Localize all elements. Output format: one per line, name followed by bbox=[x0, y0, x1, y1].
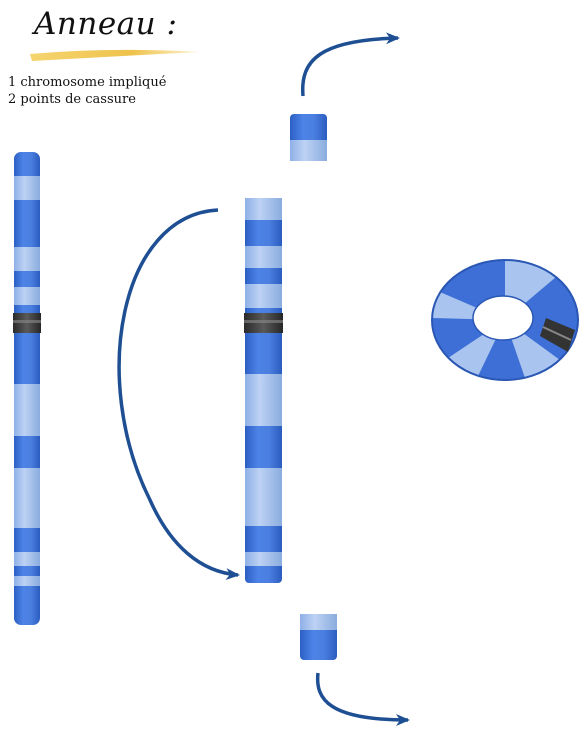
bottom-fragment bbox=[300, 614, 337, 660]
top-fragment bbox=[290, 114, 327, 161]
title-underline bbox=[30, 50, 200, 61]
normal-chromosome bbox=[13, 152, 41, 625]
inner-segment bbox=[244, 198, 283, 583]
bottom-fragment-curved-arrow-icon bbox=[318, 673, 408, 720]
top-fragment-curved-arrow-icon bbox=[303, 38, 398, 96]
rejoin-curved-arrow-icon bbox=[119, 210, 238, 575]
ring-chromosome bbox=[432, 260, 578, 380]
